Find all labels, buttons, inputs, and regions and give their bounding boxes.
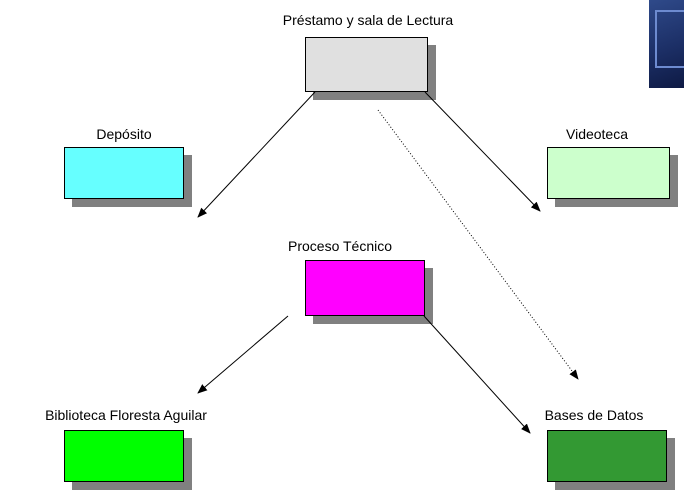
label-bases: Bases de Datos [544,407,644,423]
node-deposito-box [64,147,184,199]
label-deposito: Depósito [96,126,152,142]
edge-prestamo-videoteca [424,91,541,212]
edge-proceso-biblioteca [197,315,289,394]
label-biblioteca: Biblioteca Floresta Aguilar [45,407,207,423]
node-videoteca-box [547,147,670,199]
node-videoteca [547,147,678,207]
label-prestamo: Préstamo y sala de Lectura [282,12,454,28]
edge-prestamo-deposito [197,91,316,218]
node-biblioteca-box [64,430,184,482]
corner-image [649,0,684,88]
edge-prestamo-bases-dotted [377,109,579,380]
node-bases-box [547,430,667,482]
node-deposito [64,147,192,207]
edge-proceso-bases [423,315,531,434]
label-proceso: Proceso Técnico [287,238,393,254]
node-bases [547,430,675,490]
node-prestamo [305,37,436,100]
node-proceso-box [305,260,425,316]
node-prestamo-box [305,37,428,92]
node-biblioteca [64,430,192,490]
label-videoteca: Videoteca [565,126,629,142]
node-proceso [305,260,433,324]
